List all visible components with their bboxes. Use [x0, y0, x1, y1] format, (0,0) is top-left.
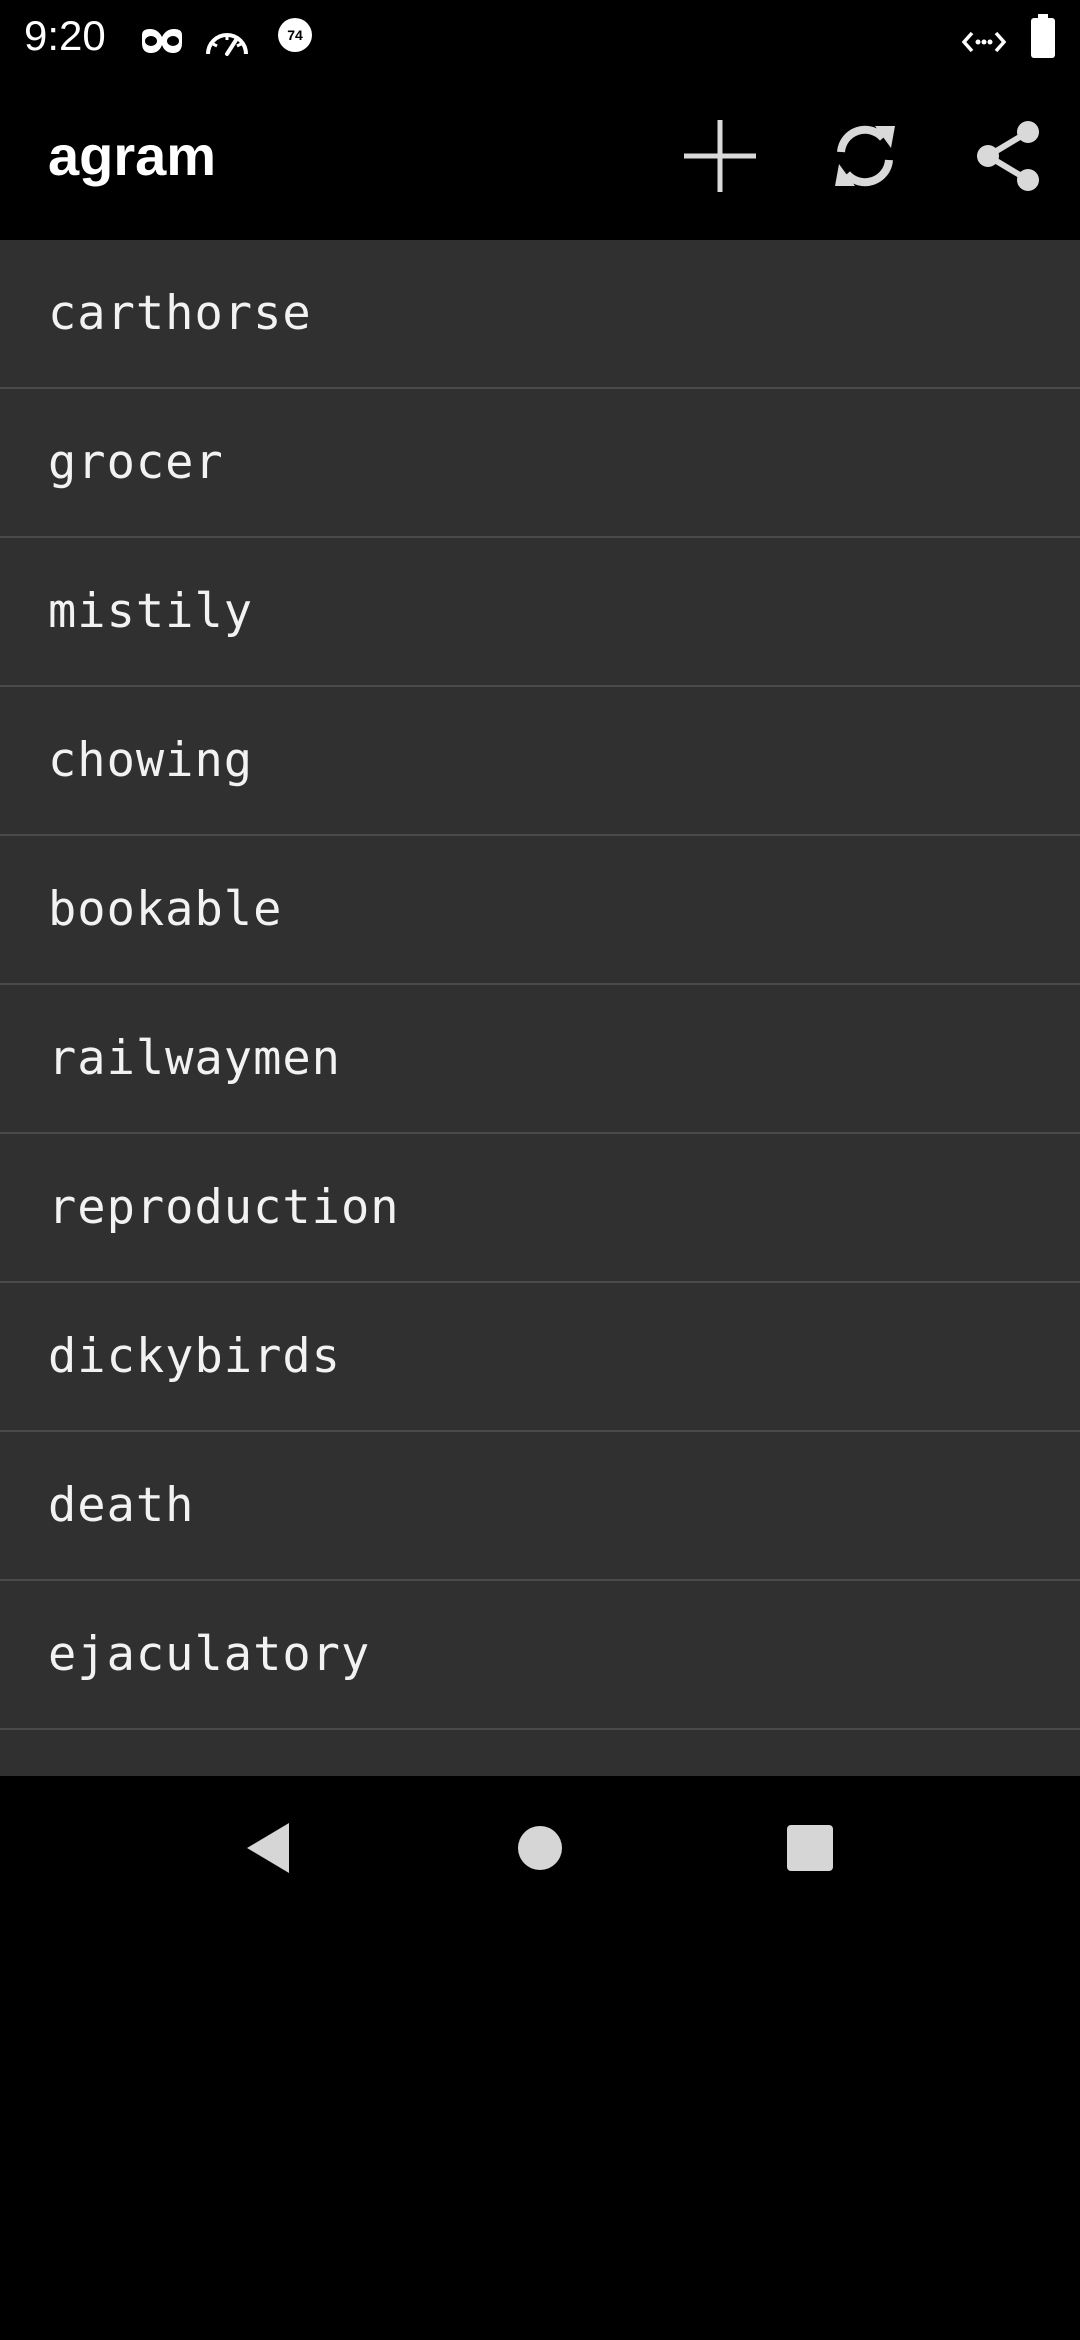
- list-item[interactable]: chowing: [0, 687, 1080, 836]
- home-icon: [518, 1826, 562, 1870]
- list-item[interactable]: mistily: [0, 538, 1080, 687]
- word-list[interactable]: carthorse grocer mistily chowing bookabl…: [0, 240, 1080, 1776]
- word-label: ejaculatory: [48, 1627, 371, 1682]
- list-item[interactable]: reproduction: [0, 1134, 1080, 1283]
- back-icon: [247, 1823, 289, 1873]
- list-item[interactable]: bookable: [0, 836, 1080, 985]
- recents-icon: [787, 1825, 833, 1871]
- refresh-icon: [835, 125, 895, 187]
- speedometer-icon: [206, 33, 248, 56]
- share-button[interactable]: [958, 106, 1058, 206]
- list-item[interactable]: death: [0, 1432, 1080, 1581]
- add-button[interactable]: [670, 106, 770, 206]
- word-label: dickybirds: [48, 1329, 341, 1384]
- incognito-icon: [142, 29, 182, 53]
- word-label: bookable: [48, 882, 283, 937]
- back-button[interactable]: [218, 1798, 318, 1898]
- notification-badge-icon: 74: [278, 18, 312, 52]
- list-item[interactable]: carthorse: [0, 240, 1080, 389]
- word-label: grocer: [48, 435, 224, 490]
- word-label: chowing: [48, 733, 254, 788]
- list-item[interactable]: railwaymen: [0, 985, 1080, 1134]
- home-button[interactable]: [490, 1798, 590, 1898]
- word-label: reproduction: [48, 1180, 400, 1235]
- status-time: 9:20: [24, 12, 106, 59]
- navigation-bar: [0, 1776, 1080, 1920]
- app-title: agram: [48, 124, 217, 187]
- app-bar: agram: [0, 72, 1080, 240]
- add-icon: [684, 120, 756, 192]
- list-item[interactable]: dickybirds: [0, 1283, 1080, 1432]
- status-bar: 9:20 74: [0, 0, 1080, 72]
- share-icon: [977, 121, 1039, 191]
- battery-icon: [1031, 14, 1055, 58]
- recents-button[interactable]: [760, 1798, 860, 1898]
- list-item[interactable]: ejaculatory: [0, 1581, 1080, 1730]
- list-item[interactable]: pugilist: [0, 1730, 1080, 1776]
- word-label: carthorse: [48, 286, 312, 341]
- list-item[interactable]: grocer: [0, 389, 1080, 538]
- badge-text: 74: [287, 27, 303, 43]
- empty-area: [0, 1920, 1080, 2340]
- word-label: railwaymen: [48, 1031, 341, 1086]
- word-label: mistily: [48, 584, 254, 639]
- code-icon: [962, 31, 1006, 53]
- word-label: death: [48, 1478, 195, 1533]
- refresh-button[interactable]: [815, 106, 915, 206]
